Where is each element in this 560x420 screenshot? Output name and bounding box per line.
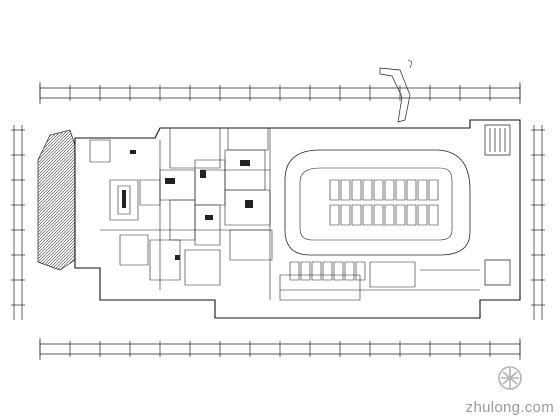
right-dimension-line xyxy=(534,125,542,320)
parking-stall xyxy=(323,262,332,280)
parking-stall xyxy=(301,262,310,280)
parking-stall xyxy=(429,180,438,200)
watermark-text: zhulong.com xyxy=(465,399,554,416)
parking-stall xyxy=(363,180,372,200)
drive-aisle xyxy=(285,150,470,255)
parking-stall xyxy=(385,180,394,200)
parking-stall xyxy=(330,205,339,225)
parking-stall xyxy=(290,262,299,280)
parking-stall xyxy=(385,205,394,225)
lower-service-rooms xyxy=(280,262,480,300)
parking-stall xyxy=(341,180,350,200)
parking-stalls xyxy=(290,180,438,280)
mechanical-equipment xyxy=(122,150,253,260)
zhulong-logo-icon xyxy=(498,366,522,390)
left-dimension-line xyxy=(14,125,22,320)
parking-stall xyxy=(312,262,321,280)
parking-stall xyxy=(407,180,416,200)
parking-stall xyxy=(396,205,405,225)
watermark: zhulong.com xyxy=(466,363,554,416)
parking-stall xyxy=(374,205,383,225)
right-stair-core xyxy=(485,125,510,285)
parking-stall xyxy=(418,205,427,225)
inner-island xyxy=(300,168,452,240)
hatched-landscape-area xyxy=(38,130,75,270)
parking-stall xyxy=(352,180,361,200)
parking-stall xyxy=(352,205,361,225)
entrance-ramp xyxy=(380,68,410,122)
parking-stall xyxy=(418,180,427,200)
parking-stall xyxy=(345,262,354,280)
parking-stall xyxy=(341,205,350,225)
parking-stall xyxy=(356,262,365,280)
core-rooms xyxy=(90,128,272,300)
parking-stall xyxy=(407,205,416,225)
parking-stall xyxy=(396,180,405,200)
building-outline xyxy=(75,120,520,318)
parking-stall xyxy=(374,180,383,200)
parking-stall xyxy=(363,205,372,225)
parking-stall xyxy=(429,205,438,225)
parking-stall xyxy=(334,262,343,280)
parking-stall xyxy=(330,180,339,200)
